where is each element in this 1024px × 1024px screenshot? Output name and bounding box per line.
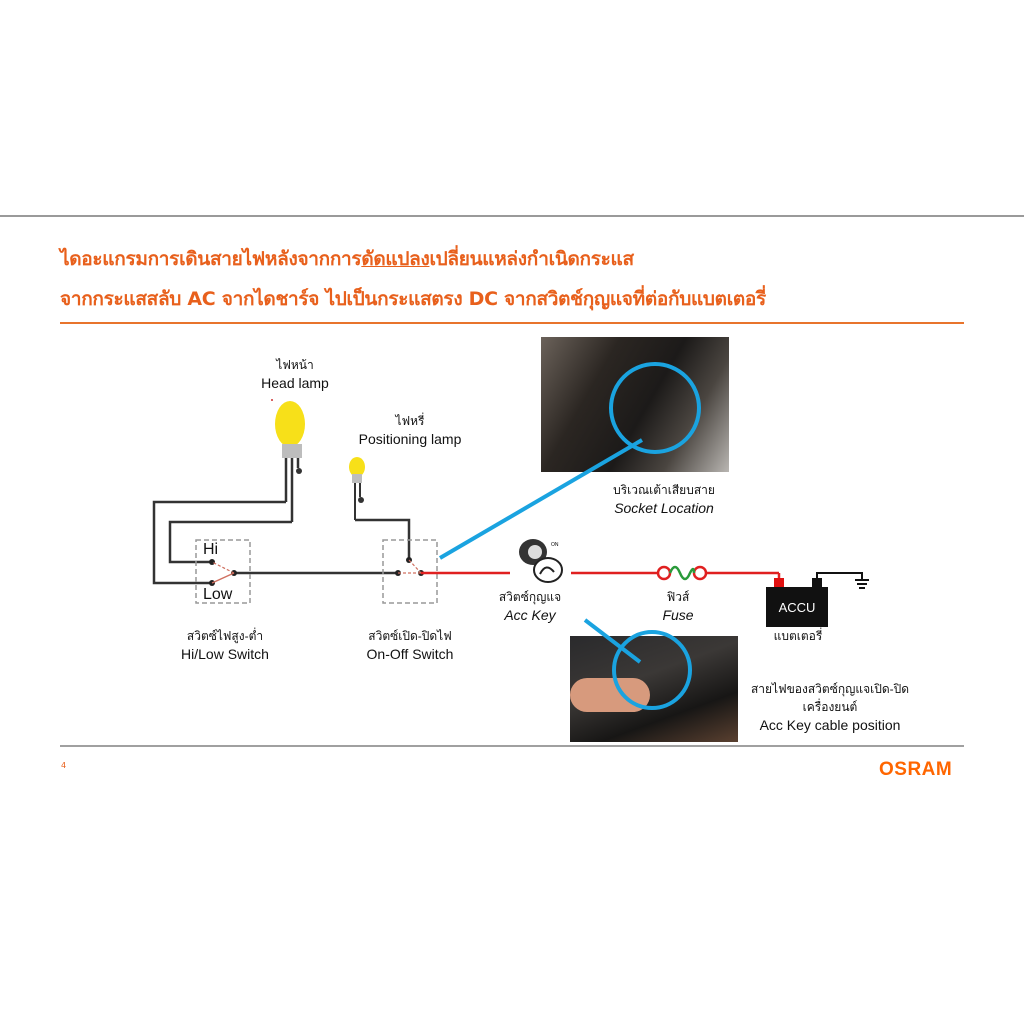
acc-key-cable-label-th-1: สายไฟของสวิตซ์กุญแจเปิด-ปิด: [750, 682, 910, 696]
title-text: เปลี่ยนแหล่งกำเนิดกระแส: [429, 248, 634, 270]
slide-title-line-1: ไดอะแกรมการเดินสายไฟหลังจากการดัดแปลงเปล…: [60, 244, 634, 274]
positioning-lamp-label-en: Positioning lamp: [358, 431, 462, 447]
acc-key-label: สวิตซ์กุญแจ Acc Key: [480, 588, 580, 624]
positioning-lamp-label: ไฟหรี่ Positioning lamp: [345, 412, 475, 448]
hi-low-switch-contacts: [209, 559, 237, 586]
socket-location-label: บริเวณเต้าเสียบสาย Socket Location: [594, 481, 734, 517]
socket-location-label-en: Socket Location: [614, 500, 714, 516]
callout-socket: [438, 362, 701, 560]
fuse-label-th: ฟิวส์: [666, 590, 690, 604]
callout-cable: [583, 618, 692, 710]
hi-label: Hi: [203, 541, 219, 558]
positioning-lamp-label-th: ไฟหรี่: [395, 414, 425, 428]
acc-key-cable-label-th-2: เครื่องยนต์: [802, 700, 858, 714]
hi-low-switch-label-th: สวิตซ์ไฟสูง-ต่ำ: [186, 629, 264, 643]
on-off-switch-box: [382, 539, 438, 604]
battery-label: ACCU: [779, 600, 816, 615]
fuse-label: ฟิวส์ Fuse: [648, 588, 708, 624]
battery-label-th: แบตเตอรี่: [760, 627, 836, 645]
title-underlined-text: ดัดแปลง: [361, 248, 430, 270]
on-off-switch-label-en: On-Off Switch: [366, 646, 454, 662]
on-off-switch-label-th: สวิตซ์เปิด-ปิดไฟ: [368, 629, 452, 643]
title-text: ไดอะแกรมการเดินสายไฟหลังจากการ: [60, 248, 362, 270]
battery-icon: ACCU: [766, 572, 863, 627]
fuse-label-en: Fuse: [662, 607, 694, 623]
socket-location-label-th: บริเวณเต้าเสียบสาย: [613, 483, 715, 497]
power-wires: [421, 571, 781, 580]
acc-key-cable-photo: [570, 636, 738, 742]
acc-key-on-label: ON: [551, 542, 559, 548]
acc-key-cable-label-en: Acc Key cable position: [759, 717, 901, 733]
acc-key-cable-label: สายไฟของสวิตซ์กุญแจเปิด-ปิดเครื่องยนต์ Ac…: [740, 680, 920, 734]
hi-low-switch-label-en: Hi/Low Switch: [181, 646, 269, 662]
on-off-switch-contacts: [395, 557, 424, 576]
fuse-icon: [656, 565, 708, 581]
head-lamp-label-en: Head lamp: [261, 375, 329, 391]
head-lamp-label: ไฟหน้า Head lamp: [245, 356, 345, 392]
ground-icon: [855, 579, 869, 589]
head-lamp-bulb: [275, 401, 305, 522]
slide-title-line-2: จากกระแสสลับ AC จากไดชาร์จ ไปเป็นกระแสตร…: [60, 288, 766, 310]
top-divider: [0, 215, 1024, 217]
title-rule: [60, 322, 964, 324]
acc-key-label-th: สวิตซ์กุญแจ: [498, 590, 562, 604]
footer-rule: [60, 745, 964, 747]
osram-logo: OSRAM: [879, 759, 953, 780]
head-lamp-label-th: ไฟหน้า: [276, 358, 314, 372]
battery-label-th-text: แบตเตอรี่: [773, 629, 823, 643]
positioning-lamp-bulb: [349, 457, 365, 520]
acc-key-icon: ON: [519, 539, 563, 583]
lamp-wires: [152, 500, 411, 585]
page-number: 4: [61, 761, 67, 770]
hi-low-switch-box: [195, 539, 251, 604]
hi-low-switch-label: สวิตซ์ไฟสูง-ต่ำ Hi/Low Switch: [160, 627, 290, 663]
acc-key-label-en: Acc Key: [504, 607, 556, 623]
on-off-switch-label: สวิตซ์เปิด-ปิดไฟ On-Off Switch: [345, 627, 475, 663]
low-label: Low: [203, 586, 233, 603]
